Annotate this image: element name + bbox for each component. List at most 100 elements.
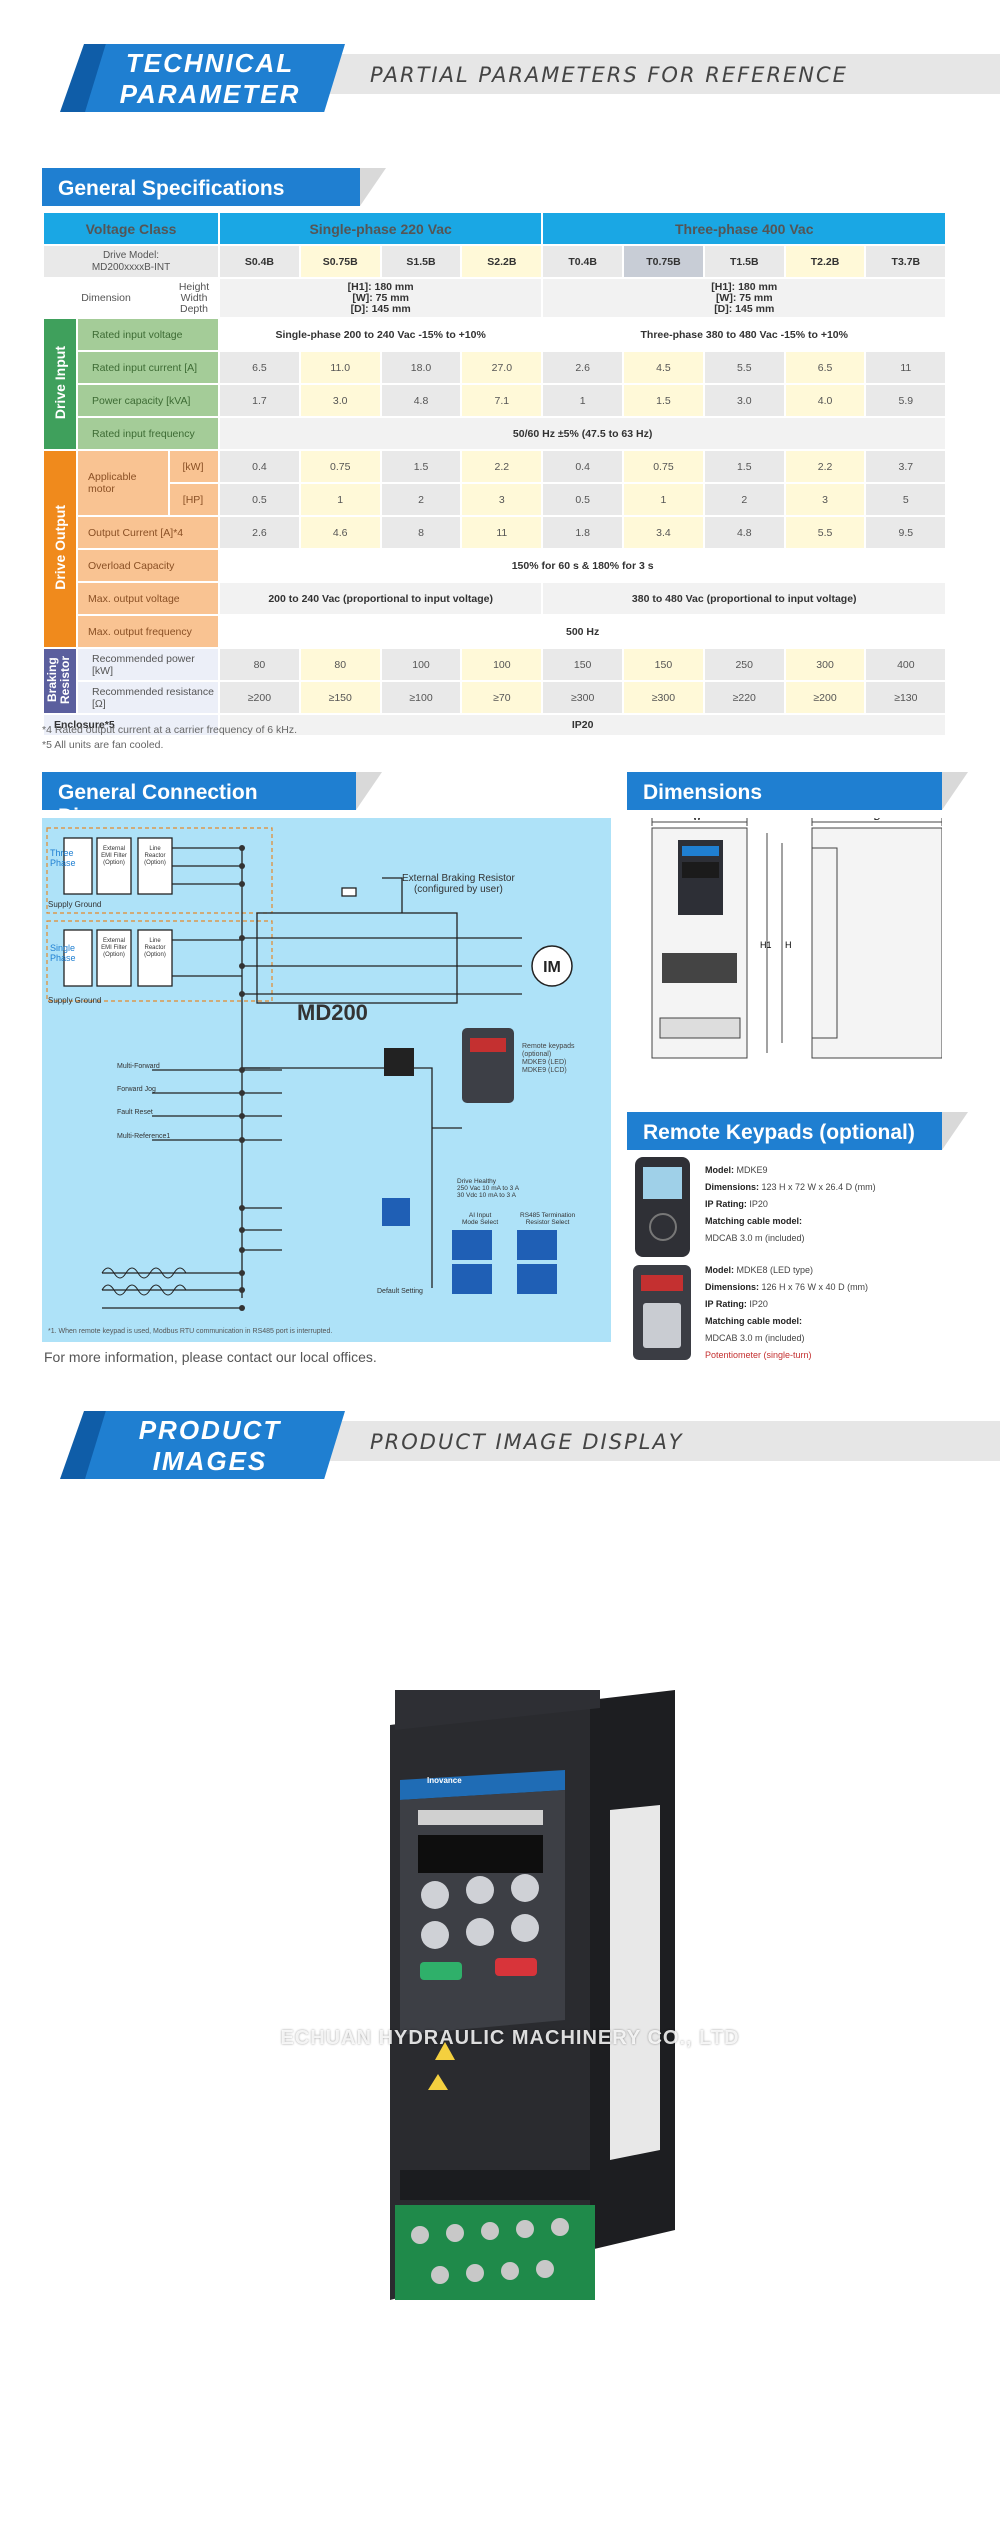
banner-title-line2: IMAGES: [152, 1446, 268, 1476]
footnote-4: *4 Rated output current at a carrier fre…: [42, 724, 298, 736]
value-cell: 4.8: [702, 515, 786, 550]
spec-line: Matching cable model:: [705, 1213, 876, 1230]
spec-key: Model:: [705, 1265, 734, 1275]
emi-filter-label: External EMI Filter (Option): [101, 938, 127, 958]
spec-key: Model:: [705, 1165, 734, 1175]
value-cell: 0.75: [298, 449, 382, 484]
motor-label: IM: [543, 959, 561, 976]
jog-wheel: [649, 1213, 677, 1241]
contact-note: For more information, please contact our…: [44, 1349, 377, 1365]
diagram-footnote: *1. When remote keypad is used, Modbus R…: [48, 1328, 333, 1335]
supply-ground-label: Supply Ground: [48, 900, 102, 909]
input-label: Forward Jog: [117, 1086, 156, 1093]
dimension-label: Dimension: [42, 277, 170, 319]
voltage-class-header: Voltage Class: [41, 211, 221, 246]
line-reactor-label: Line Reactor (Option): [144, 938, 166, 958]
dimensions-svg: W D H1 H: [651, 812, 943, 1059]
value-cell: 1.8: [541, 515, 625, 550]
recommended-power-label: Recommended power [kW]: [75, 647, 221, 682]
enclosure-value: IP20: [218, 713, 948, 737]
keypad-mdke8-image: [633, 1265, 691, 1360]
dimensions-drawing: W D H1 H: [642, 812, 943, 1068]
remote-keypads-label: Remote keypads (optional) MDKE9 (LED) MD…: [522, 1043, 575, 1074]
single-phase-label: Single Phase: [50, 943, 76, 963]
connection-diagram-heading: General Connection Diagram: [42, 772, 382, 828]
spec-value: MDKE9: [736, 1165, 768, 1175]
value-cell: 2.6: [541, 350, 625, 385]
drive-output-label: Drive Output: [52, 505, 68, 590]
wiring-diagram-svg: IM MD200: [46, 827, 573, 1311]
width-label: W: [693, 818, 702, 822]
riv-single: Single-phase 200 to 240 Vac -15% to +10%: [218, 317, 544, 352]
drive-model-label: MD200: [297, 1000, 368, 1025]
input-label: Fault Reset: [117, 1109, 153, 1116]
product-photo: Inovance: [280, 1670, 680, 2320]
input-label: Multi-Forward: [117, 1063, 160, 1070]
max-output-frequency-label: Max. output frequency: [75, 614, 221, 649]
spec-key: Dimensions:: [705, 1182, 760, 1192]
value-cell: 5.5: [702, 350, 786, 385]
rated-input-frequency-label: Rated input frequency: [75, 416, 221, 451]
dim-value: [W]: 75 mm: [715, 291, 773, 304]
value-cell: 4.8: [379, 383, 463, 418]
spec-key: Matching cable model:: [705, 1316, 803, 1326]
max-output-voltage-label: Max. output voltage: [75, 581, 221, 616]
rated-input-voltage-label: Rated input voltage: [75, 317, 221, 352]
spec-line: IP Rating: IP20: [705, 1296, 868, 1313]
value-cell: 2.2: [460, 449, 544, 484]
keypad-mdke9-specs: Model: MDKE9 Dimensions: 123 H x 72 W x …: [705, 1162, 876, 1247]
footnote-5: *5 All units are fan cooled.: [42, 739, 164, 751]
rated-input-current-label: Rated input current [A]: [75, 350, 221, 385]
dim-width-label: Width: [180, 291, 208, 304]
value-cell: 0.5: [541, 482, 625, 517]
value-cell: ≥200: [783, 680, 867, 715]
spec-key: Dimensions:: [705, 1282, 760, 1292]
value-cell: 18.0: [379, 350, 463, 385]
value-cell: 1.5: [379, 449, 463, 484]
rj45-port: [384, 1048, 414, 1076]
spec-line: Model: MDKE9: [705, 1162, 876, 1179]
power-capacity-label: Power capacity [kVA]: [75, 383, 221, 418]
value-cell: ≥200: [218, 680, 301, 715]
banner-subtitle: PRODUCT IMAGE DISPLAY: [370, 1430, 684, 1454]
mov-three: 380 to 480 Vac (proportional to input vo…: [541, 581, 948, 616]
value-cell: 1: [541, 383, 625, 418]
rif-value: 50/60 Hz ±5% (47.5 to 63 Hz): [218, 416, 948, 451]
banner-title-line1: PRODUCT: [138, 1415, 282, 1445]
value-cell: 3.7: [864, 449, 948, 484]
value-cell: 4.5: [622, 350, 705, 385]
drive-output-group: Drive Output: [42, 449, 78, 649]
model-cell: S0.75B: [298, 244, 382, 279]
value-cell: 3: [783, 482, 867, 517]
value-cell: 1: [298, 482, 382, 517]
dim-depth-label: Depth: [180, 302, 209, 315]
keypad-mdke8-specs: Model: MDKE8 (LED type) Dimensions: 126 …: [705, 1262, 868, 1364]
banner-block: [85, 44, 345, 112]
model-cell: S1.5B: [379, 244, 463, 279]
model-cell: T1.5B: [702, 244, 786, 279]
value-cell: 0.4: [541, 449, 625, 484]
value-cell: 3.0: [298, 383, 382, 418]
value-cell: 11: [864, 350, 948, 385]
spec-value: 126 H x 76 W x 40 D (mm): [761, 1282, 869, 1292]
value-cell: 3.4: [622, 515, 705, 550]
dimension-three: [H1]: 180 mm[W]: 75 mm[D]: 145 mm: [541, 277, 948, 319]
three-phase-header: Three-phase 400 Vac: [541, 211, 948, 246]
spec-line: IP Rating: IP20: [705, 1196, 876, 1213]
value-cell: 100: [460, 647, 544, 682]
value-cell: ≥100: [379, 680, 463, 715]
spec-line: Dimensions: 123 H x 72 W x 26.4 D (mm): [705, 1179, 876, 1196]
input-label: Multi-Reference1: [117, 1133, 171, 1140]
connection-diagram: IM MD200 Three Phase Single Phase Supply…: [42, 818, 611, 1342]
banner-subtitle-bar: PRODUCT IMAGE DISPLAY: [300, 1421, 1000, 1461]
depth-label: D: [874, 818, 881, 822]
kw-label: [kW]: [167, 449, 221, 484]
value-cell: 250: [702, 647, 786, 682]
banner-title-line1: TECHNICAL: [125, 48, 295, 78]
dim-value: [D]: 145 mm: [350, 302, 411, 315]
brand-label: Inovance: [427, 1776, 462, 1785]
spec-key: Matching cable model:: [705, 1216, 803, 1226]
value-cell: 1.5: [622, 383, 705, 418]
spec-value: IP20: [749, 1299, 768, 1309]
